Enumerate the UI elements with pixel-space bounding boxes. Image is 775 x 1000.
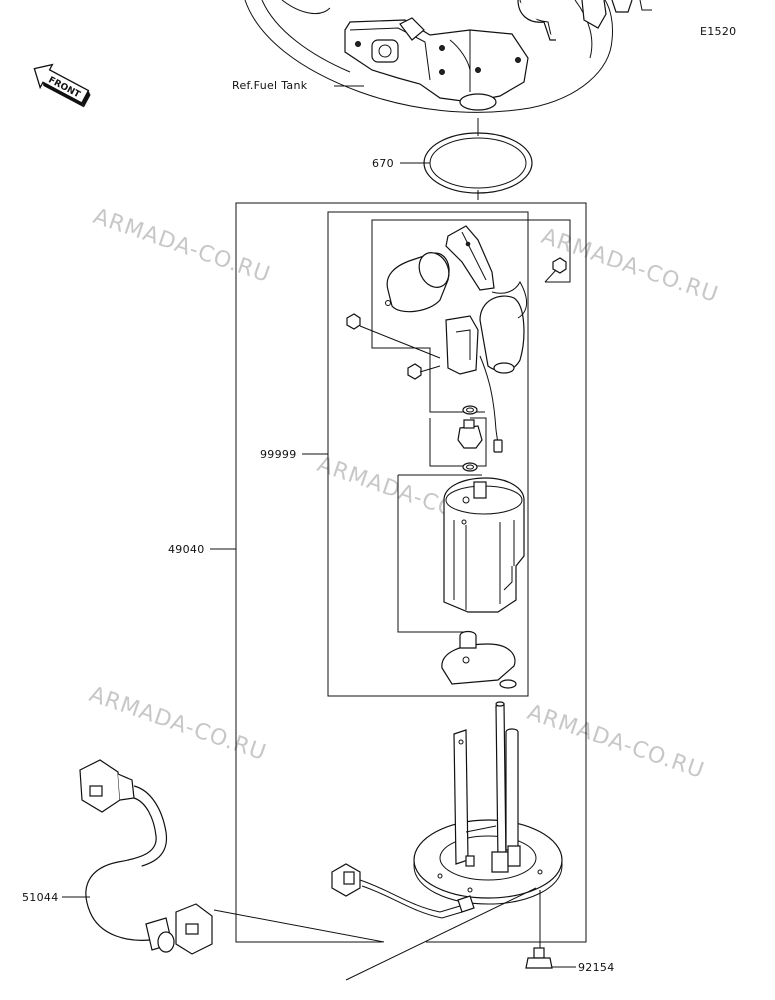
- nut-parts: [346, 257, 567, 380]
- motor-assembly: [385, 225, 527, 453]
- ref-fuel-tank-label: Ref.Fuel Tank: [232, 79, 308, 92]
- watermark-5: ARMADA-CO.RU: [524, 700, 708, 784]
- diagram-code: E1520: [700, 25, 736, 38]
- sub-brackets: [371, 219, 571, 633]
- pump-housing: [443, 477, 525, 613]
- watermark-1: ARMADA-CO.RU: [90, 204, 274, 288]
- harness-part: [79, 759, 213, 955]
- watermark-4: ARMADA-CO.RU: [86, 682, 270, 766]
- bolt-part: [525, 890, 576, 969]
- callout-49040: 49040: [168, 543, 205, 556]
- callout-92154: 92154: [578, 961, 615, 974]
- cap-seal: [499, 679, 517, 689]
- filter-cap: [441, 630, 516, 685]
- callout-670: 670: [372, 157, 394, 170]
- callout-51044: 51044: [22, 891, 59, 904]
- pump-flange: [413, 701, 563, 905]
- flange-connector: [331, 863, 475, 919]
- small-seals: [457, 405, 483, 472]
- bracket-49040: [210, 202, 587, 943]
- flange-harness-leader-2: [345, 887, 537, 981]
- callout-99999: 99999: [260, 448, 297, 461]
- fuel-tank-ref: [244, 0, 652, 113]
- bracket-99999: [302, 211, 529, 697]
- flange-harness-leader: [213, 909, 385, 943]
- o-ring-part: [400, 118, 533, 200]
- front-arrow-icon: FRONT: [33, 63, 91, 108]
